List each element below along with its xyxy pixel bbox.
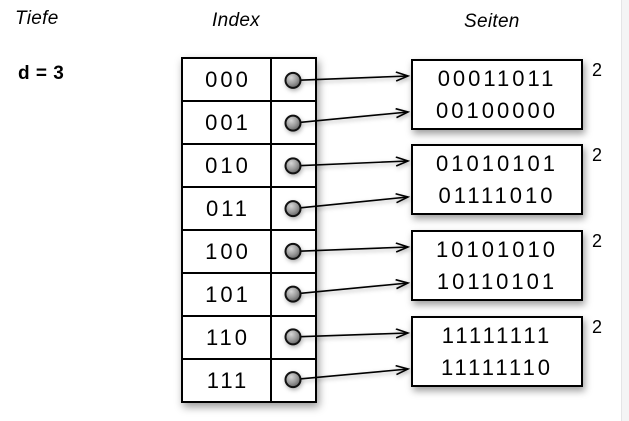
pointer-cell: [272, 317, 315, 358]
global-depth-value: d = 3: [18, 63, 65, 84]
index-row: 110: [183, 317, 315, 360]
index-table: 000 001 010 011 100 101 110 111: [181, 57, 317, 403]
page-entry: 00100000: [436, 98, 558, 123]
index-row: 001: [183, 102, 315, 145]
page-box: 00011011 00100000: [411, 59, 583, 130]
pointer-cell: [272, 145, 315, 186]
index-title: Index: [212, 10, 260, 31]
page-box: 01010101 01111010: [411, 144, 583, 215]
index-row: 010: [183, 145, 315, 188]
page-box: 11111111 11111110: [411, 316, 583, 387]
pointer-cell: [272, 231, 315, 272]
page-entry: 11111111: [441, 323, 553, 348]
local-depth-badge: 2: [592, 231, 603, 251]
index-row: 101: [183, 274, 315, 317]
pages-title: Seiten: [464, 11, 520, 32]
pointer-cell: [272, 59, 315, 100]
index-key: 111: [183, 360, 272, 401]
index-key: 100: [183, 231, 272, 272]
local-depth-badge: 2: [592, 145, 603, 165]
index-key: 110: [183, 317, 272, 358]
page-box: 10101010 10110101: [411, 230, 583, 301]
page-entry: 00011011: [437, 66, 557, 91]
pointer-cell: [272, 360, 315, 401]
page-entry: 10110101: [436, 269, 558, 294]
page-entry: 10101010: [436, 237, 558, 262]
page-entry: 11111110: [440, 355, 554, 380]
index-row: 100: [183, 231, 315, 274]
index-row: 111: [183, 360, 315, 401]
index-key: 010: [183, 145, 272, 186]
pointer-cell: [272, 188, 315, 229]
page-entry: 01010101: [436, 151, 558, 176]
index-key: 001: [183, 102, 272, 143]
index-key: 000: [183, 59, 272, 100]
index-key: 101: [183, 274, 272, 315]
pointer-cell: [272, 102, 315, 143]
index-row: 011: [183, 188, 315, 231]
page-edge: [621, 0, 629, 421]
depth-title: Tiefe: [15, 8, 59, 29]
index-key: 011: [183, 188, 272, 229]
page-entry: 01111010: [438, 183, 556, 208]
local-depth-badge: 2: [592, 317, 603, 337]
pointer-cell: [272, 274, 315, 315]
index-row: 000: [183, 59, 315, 102]
local-depth-badge: 2: [592, 60, 603, 80]
